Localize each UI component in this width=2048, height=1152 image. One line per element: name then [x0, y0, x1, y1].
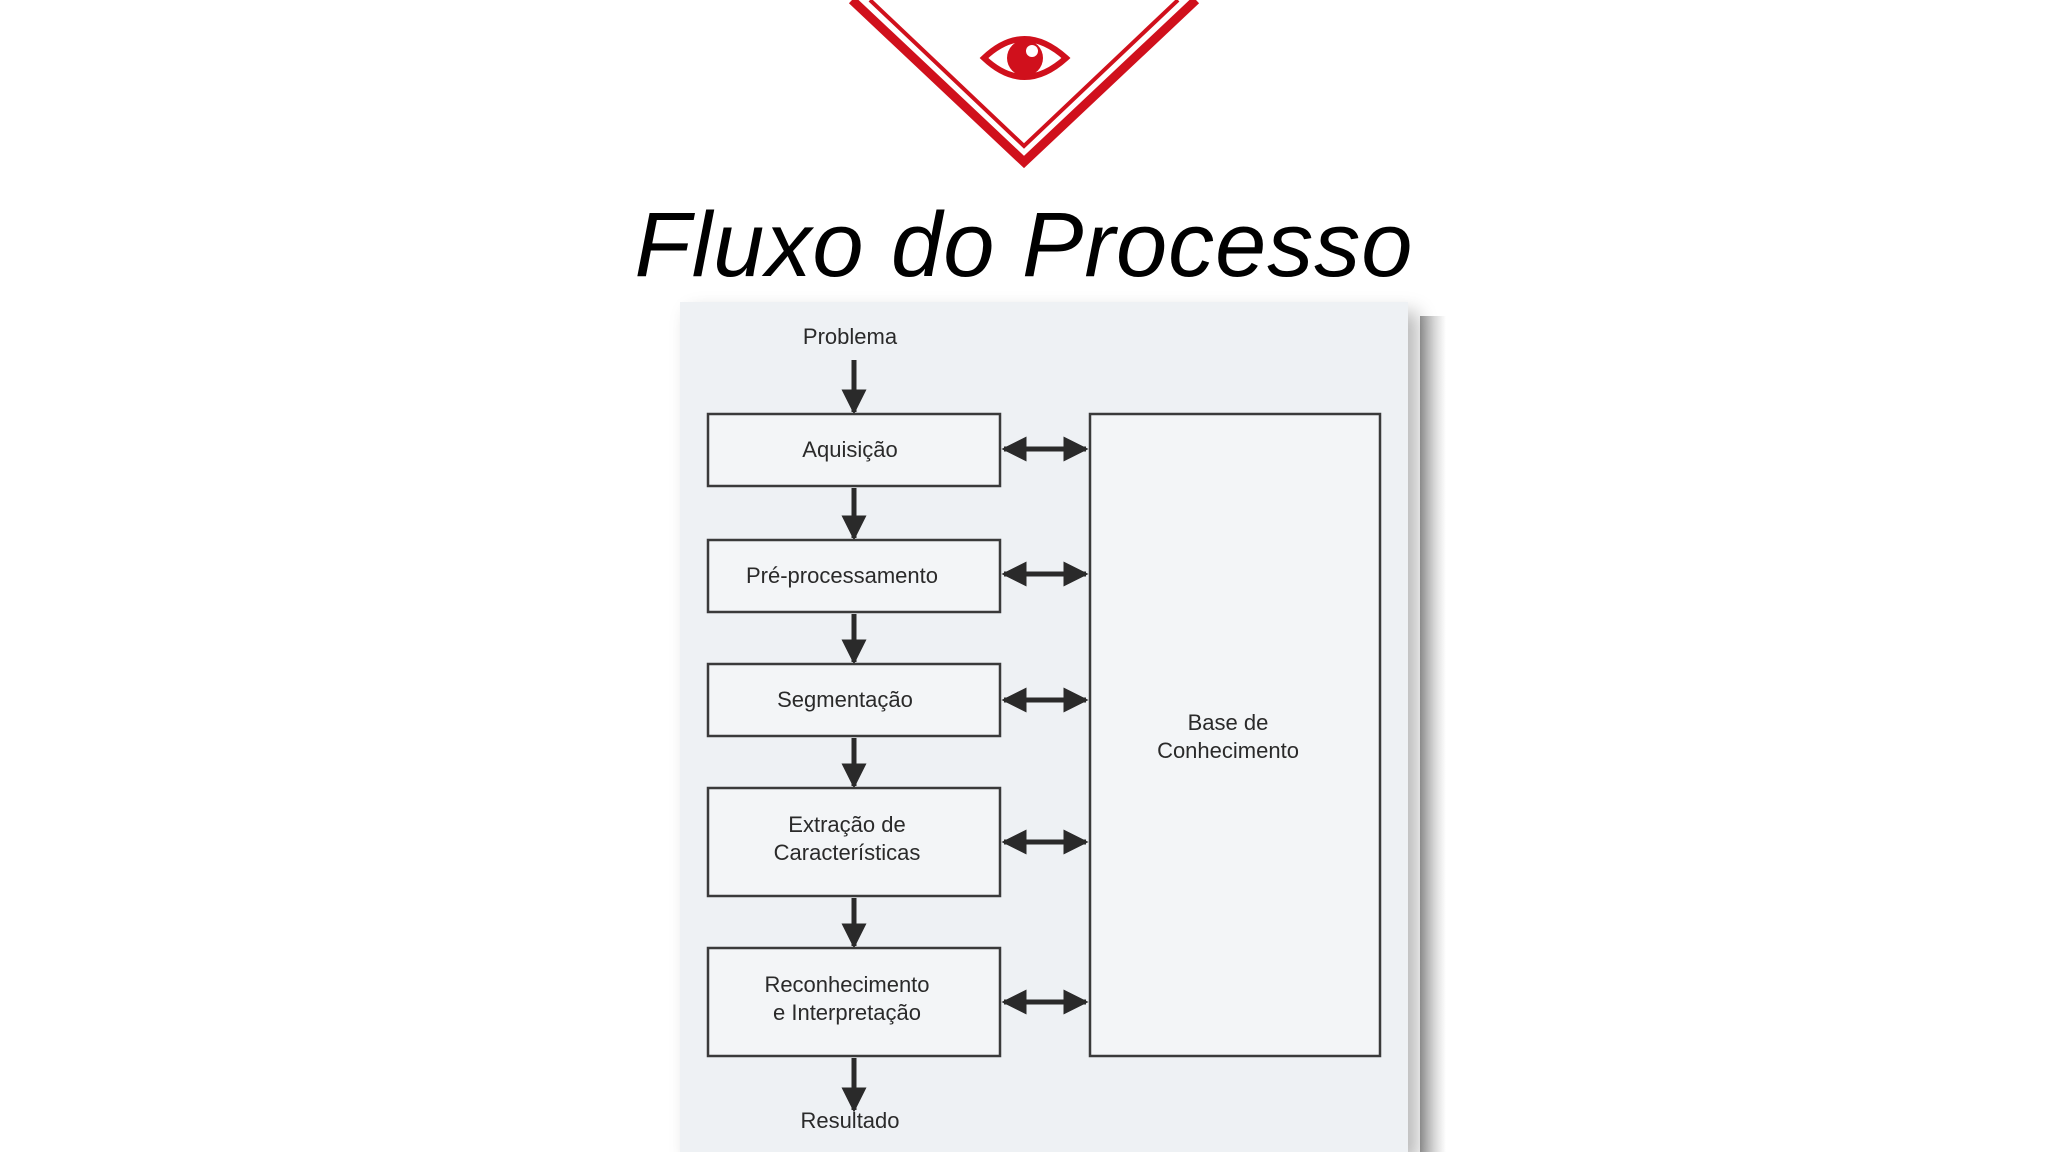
step-feature-extraction-line2: Características	[774, 840, 921, 865]
output-label: Resultado	[800, 1108, 899, 1133]
knowledge-base-line1: Base de	[1188, 710, 1269, 735]
step-acquisition: Aquisição	[706, 412, 1002, 488]
input-label: Problema	[803, 324, 898, 349]
logo-chevron	[848, 0, 1200, 169]
eye-icon	[979, 36, 1071, 80]
step-feature-extraction-line1: Extração de	[788, 812, 905, 837]
step-preprocessing-label: Pré-processamento	[746, 563, 938, 588]
page-title: Fluxo do Processo	[634, 194, 1414, 296]
step-segmentation: Segmentação	[706, 662, 1002, 738]
flowchart: Problema Aquisição Pré-processamento Seg…	[706, 324, 1382, 1133]
logo	[848, 0, 1200, 169]
step-recognition-line1: Reconhecimento	[764, 972, 929, 997]
step-recognition-line2: e Interpretação	[773, 1000, 921, 1025]
figure-shadow	[1420, 316, 1446, 1152]
step-recognition: Reconhecimento e Interpretação	[706, 946, 1002, 1058]
knowledge-base: Base de Conhecimento	[1088, 412, 1382, 1058]
flowchart-figure: Problema Aquisição Pré-processamento Seg…	[680, 302, 1408, 1152]
knowledge-base-line2: Conhecimento	[1157, 738, 1299, 763]
step-segmentation-label: Segmentação	[777, 687, 913, 712]
step-feature-extraction: Extração de Características	[706, 786, 1002, 898]
step-preprocessing: Pré-processamento	[706, 538, 1002, 614]
step-acquisition-label: Aquisição	[802, 437, 897, 462]
